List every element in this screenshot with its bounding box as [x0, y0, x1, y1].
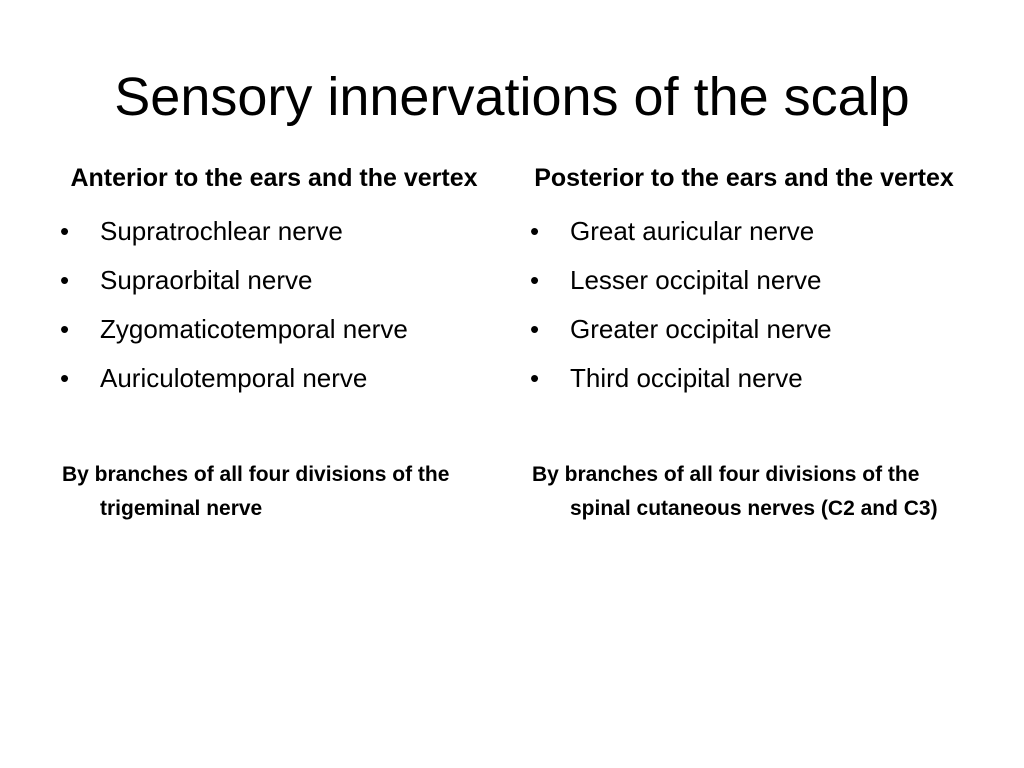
anterior-column: Anterior to the ears and the vertex • Su… [54, 158, 494, 526]
nerve-label: Great auricular nerve [570, 216, 815, 246]
list-item: • Lesser occipital nerve [524, 256, 964, 305]
nerve-label: Greater occipital nerve [570, 314, 832, 344]
bullet-icon: • [60, 314, 70, 344]
bullet-icon: • [530, 265, 540, 295]
list-item: • Auriculotemporal nerve [54, 354, 494, 403]
bullet-icon: • [530, 314, 540, 344]
nerve-label: Auriculotemporal nerve [100, 363, 368, 393]
nerve-label: Supraorbital nerve [100, 265, 313, 295]
nerve-label: Zygomaticotemporal nerve [100, 314, 408, 344]
list-item: • Supraorbital nerve [54, 256, 494, 305]
list-item: • Zygomaticotemporal nerve [54, 305, 494, 354]
list-item: • Greater occipital nerve [524, 305, 964, 354]
list-item: • Great auricular nerve [524, 207, 964, 256]
nerve-list: • Great auricular nerve • Lesser occipit… [524, 207, 964, 403]
column-summary: By branches of all four divisions of the… [532, 463, 938, 520]
bullet-icon: • [60, 363, 70, 393]
column-heading: Anterior to the ears and the vertex [70, 164, 478, 192]
nerve-label: Supratrochlear nerve [100, 216, 343, 246]
list-item: • Supratrochlear nerve [54, 207, 494, 256]
list-item: • Third occipital nerve [524, 354, 964, 403]
slide-title: Sensory innervations of the scalp [114, 67, 910, 127]
bullet-icon: • [530, 363, 540, 393]
nerve-label: Third occipital nerve [570, 363, 803, 393]
column-heading: Posterior to the ears and the vertex [534, 164, 954, 192]
nerve-label: Lesser occipital nerve [570, 265, 822, 295]
column-summary: By branches of all four divisions of the… [62, 463, 450, 520]
posterior-column: Posterior to the ears and the vertex • G… [524, 158, 964, 526]
bullet-icon: • [60, 216, 70, 246]
bullet-icon: • [530, 216, 540, 246]
nerve-list: • Supratrochlear nerve • Supraorbital ne… [54, 207, 494, 403]
bullet-icon: • [60, 265, 70, 295]
